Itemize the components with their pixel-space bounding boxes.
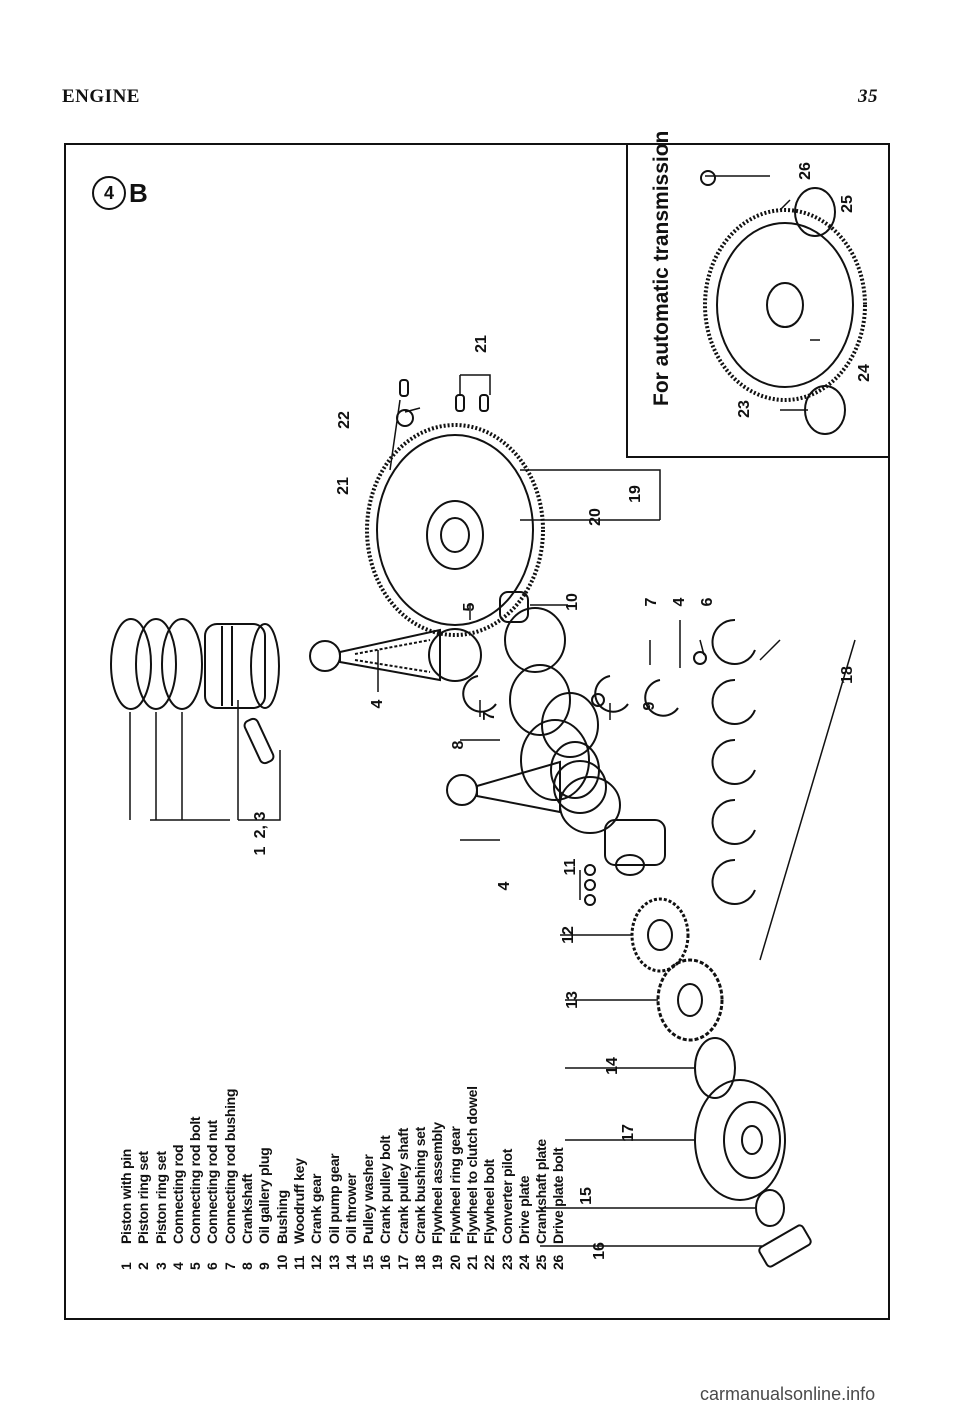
pulley-washer-drawing [755, 1189, 785, 1227]
crank-bushing-set-drawing [711, 618, 756, 905]
piston-ring-drawing [110, 618, 152, 710]
drive-plate-drawing [703, 208, 867, 402]
connecting-rod-drawing [309, 640, 341, 672]
piston-pin-drawing [243, 717, 275, 765]
figure-frame [64, 143, 890, 1320]
crankshaft-drawing [504, 607, 666, 876]
figure-letter: B [129, 177, 148, 208]
watermark: carmanualsonline.info [700, 1384, 876, 1404]
section-title: ENGINE [62, 86, 140, 107]
crank-gear-drawing [630, 897, 690, 973]
drive-plate-bolt-drawing [700, 170, 716, 186]
crank-pulley-drawing [694, 1079, 786, 1201]
page-number: 35 [858, 86, 878, 107]
piston-drawing [204, 623, 266, 709]
bushing-drawing [462, 675, 497, 713]
converter-pilot-drawing [804, 385, 846, 435]
piston-ring-drawing [135, 618, 177, 710]
inset-frame [626, 143, 890, 458]
figure-number: 4 [92, 176, 126, 210]
flywheel-drawing [365, 423, 545, 637]
oil-pump-gear-drawing [656, 958, 724, 1042]
crank-pulley-bolt-drawing [758, 1224, 812, 1268]
flywheel-bolt-drawing [396, 409, 414, 427]
figure-id: 4 B [92, 176, 148, 210]
crankshaft-plate-drawing [794, 187, 836, 237]
piston-ring-drawing [161, 618, 203, 710]
